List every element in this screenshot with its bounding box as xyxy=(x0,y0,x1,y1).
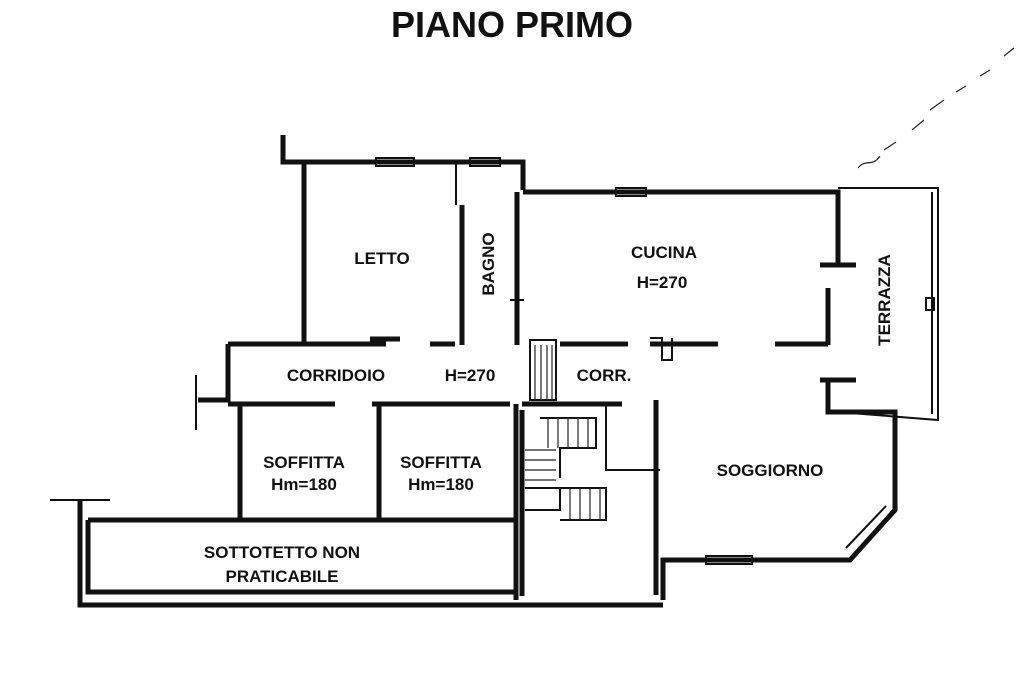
label-letto: LETTO xyxy=(354,249,409,268)
outer-walls xyxy=(50,135,939,608)
windows xyxy=(375,157,935,565)
label-sottotetto-line-1: SOTTOTETTO NON xyxy=(204,543,360,562)
label-soffitta-2: SOFFITTA xyxy=(400,453,482,472)
bagno-partition xyxy=(455,162,524,345)
label-sottotetto-line-2: PRATICABILE xyxy=(225,567,338,586)
label-corr: CORR. xyxy=(577,366,632,385)
label-soffitta-2-height: Hm=180 xyxy=(408,475,474,494)
label-bagno: BAGNO xyxy=(479,232,498,295)
label-corridoio-height: H=270 xyxy=(445,366,496,385)
room-labels: LETTO BAGNO CUCINA H=270 TERRAZZA CORRID… xyxy=(204,232,894,586)
label-soffitta-1: SOFFITTA xyxy=(263,453,345,472)
page-title: PIANO PRIMO xyxy=(390,4,633,45)
label-cucina-height: H=270 xyxy=(637,273,688,292)
label-terrazza: TERRAZZA xyxy=(875,254,894,346)
bay-window xyxy=(845,505,893,557)
staircase xyxy=(525,339,607,521)
label-soggiorno: SOGGIORNO xyxy=(717,461,824,480)
label-cucina: CUCINA xyxy=(631,243,697,262)
label-corridoio: CORRIDOIO xyxy=(287,366,385,385)
handwritten-marks xyxy=(857,47,1015,169)
label-soffitta-1-height: Hm=180 xyxy=(271,475,337,494)
